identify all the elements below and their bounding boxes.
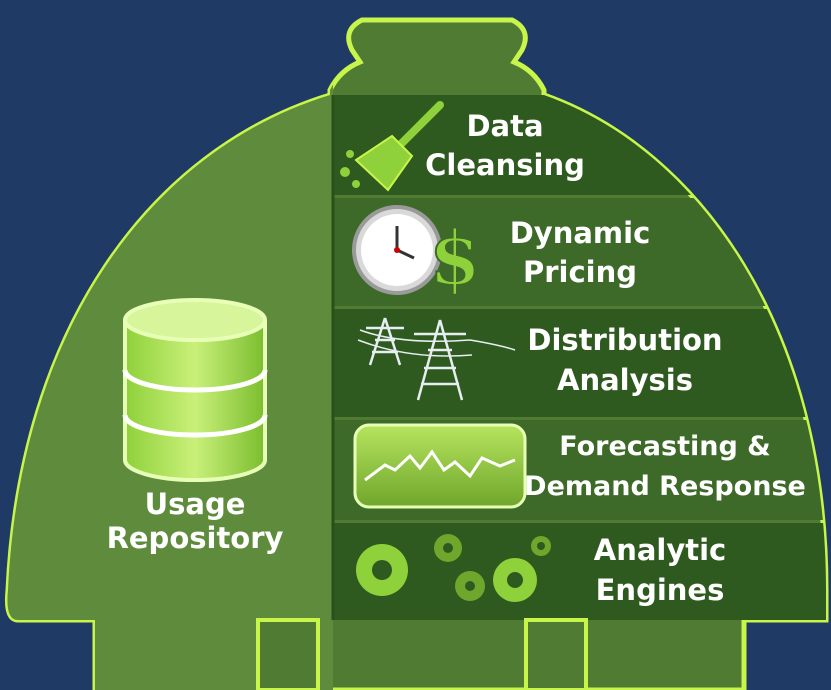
clock-dollar-icon: $	[352, 205, 482, 303]
layer-3-line1: Distribution	[527, 323, 722, 357]
band-analytic-engines	[333, 523, 826, 620]
layer-5-line2: Engines	[596, 573, 725, 607]
broom-icon	[340, 101, 444, 192]
layer-2-line2: Pricing	[523, 255, 637, 289]
repository-label-line2: Repository	[107, 521, 284, 555]
dollar-sign-glyph: $	[429, 216, 481, 302]
band-distribution-analysis	[333, 309, 826, 417]
gears-icon	[356, 534, 551, 602]
line-chart-icon	[353, 423, 527, 509]
database-icon	[122, 298, 268, 482]
repository-label-line1: Usage	[145, 487, 246, 521]
layer-4-line1: Forecasting &	[559, 431, 770, 462]
power-tower-icon	[357, 317, 516, 401]
layer-1-line1: Data	[466, 109, 543, 143]
layer-4-line2: Demand Response	[524, 471, 806, 502]
layer-2-line1: Dynamic	[510, 216, 651, 250]
layer-3-line2: Analysis	[557, 363, 693, 397]
layer-5-line1: Analytic	[594, 533, 727, 567]
layer-1-line2: Cleansing	[425, 148, 585, 182]
